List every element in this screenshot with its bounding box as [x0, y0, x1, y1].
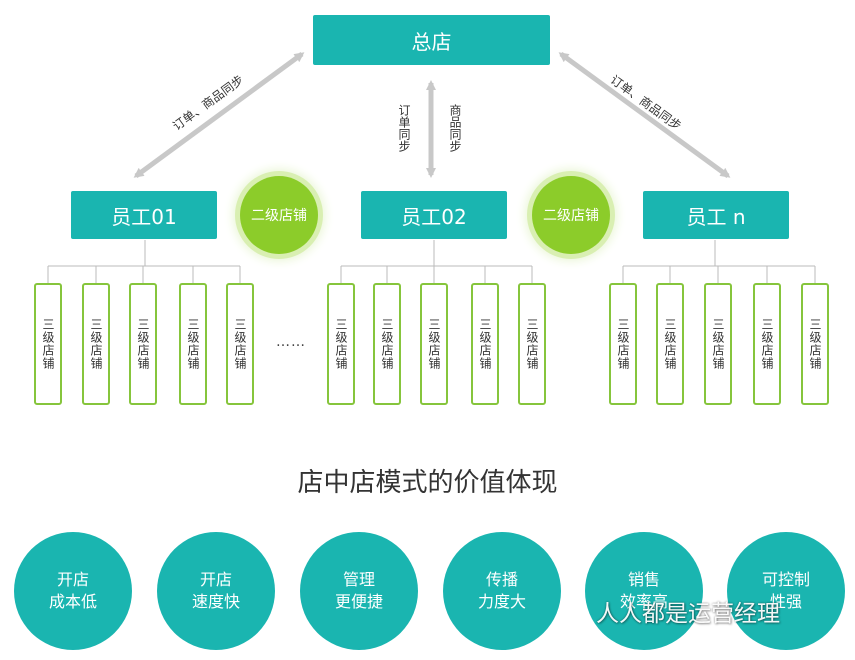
benefit-circle-1: 开店成本低 — [14, 532, 132, 650]
tertiary-store-label: 三级店铺 — [525, 318, 539, 370]
benefit-circle-5: 销售效率高 — [585, 532, 703, 650]
benefit-circle-6: 可控制性强 — [727, 532, 845, 650]
benefit-circle-4: 传播力度大 — [443, 532, 561, 650]
ellipsis: …… — [276, 334, 306, 350]
tertiary-store: 三级店铺 — [753, 283, 781, 405]
secondary-store-badge-2: 二级店铺 — [532, 176, 610, 254]
tertiary-store-label: 三级店铺 — [663, 318, 677, 370]
benefit-line1: 销售 — [627, 570, 660, 589]
employee-label: 员工 n — [686, 204, 746, 229]
benefit-line2: 成本低 — [48, 592, 97, 611]
tertiary-store: 三级店铺 — [82, 283, 110, 405]
tertiary-store-label: 三级店铺 — [478, 318, 492, 370]
benefit-line2: 速度快 — [191, 592, 240, 611]
tertiary-store-label: 三级店铺 — [136, 318, 150, 370]
benefit-line1: 可控制 — [761, 570, 810, 589]
benefit-line1: 开店 — [199, 570, 232, 589]
benefit-line2: 力度大 — [477, 592, 526, 611]
tertiary-store: 三级店铺 — [327, 283, 355, 405]
tertiary-store: 三级店铺 — [373, 283, 401, 405]
tertiary-store: 三级店铺 — [420, 283, 448, 405]
secondary-store-badge-1: 二级店铺 — [240, 176, 318, 254]
benefit-line1: 传播 — [485, 570, 518, 589]
tertiary-store: 三级店铺 — [471, 283, 499, 405]
tertiary-store-label: 三级店铺 — [334, 318, 348, 370]
tertiary-store-label: 三级店铺 — [380, 318, 394, 370]
tertiary-store: 三级店铺 — [129, 283, 157, 405]
employee-box-2: 员工02 — [361, 191, 507, 239]
tertiary-store-label: 三级店铺 — [233, 318, 247, 370]
link-label-center-right: 商品同步 — [448, 104, 462, 152]
tertiary-store: 三级店铺 — [179, 283, 207, 405]
employee-label: 员工01 — [111, 204, 177, 229]
hq-label: 总店 — [411, 29, 452, 54]
benefit-line1: 管理 — [342, 570, 375, 589]
benefit-line2: 性强 — [769, 592, 802, 611]
watermark-text: 人人都是运营经理 — [596, 601, 780, 627]
tertiary-store: 三级店铺 — [704, 283, 732, 405]
tertiary-store-label: 三级店铺 — [186, 318, 200, 370]
tertiary-store: 三级店铺 — [801, 283, 829, 405]
tertiary-store-label: 三级店铺 — [89, 318, 103, 370]
benefit-circle-2: 开店速度快 — [157, 532, 275, 650]
benefit-line2: 效率高 — [619, 592, 668, 611]
tertiary-store: 三级店铺 — [518, 283, 546, 405]
link-label-center-left: 订单同步 — [397, 104, 411, 152]
tertiary-store-label: 三级店铺 — [41, 318, 55, 370]
tertiary-store: 三级店铺 — [609, 283, 637, 405]
wechat-icon — [560, 600, 589, 622]
tertiary-store: 三级店铺 — [656, 283, 684, 405]
employee-box-3: 员工 n — [643, 191, 789, 239]
secondary-store-label: 二级店铺 — [543, 208, 599, 224]
tertiary-store-label: 三级店铺 — [711, 318, 725, 370]
benefit-line2: 更便捷 — [334, 592, 383, 611]
hq-box: 总店 — [313, 15, 550, 65]
tertiary-store: 三级店铺 — [226, 283, 254, 405]
benefit-circle-3: 管理更便捷 — [300, 532, 418, 650]
tertiary-store: 三级店铺 — [34, 283, 62, 405]
employee-label: 员工02 — [401, 204, 467, 229]
watermark: 人人都是运营经理 — [560, 594, 780, 628]
tertiary-store-label: 三级店铺 — [808, 318, 822, 370]
section-title: 店中店模式的价值体现 — [297, 468, 558, 498]
branch-lines — [47, 240, 816, 283]
tertiary-store-label: 三级店铺 — [427, 318, 441, 370]
employee-box-1: 员工01 — [71, 191, 217, 239]
arrow-left — [133, 51, 305, 179]
arrow-right — [558, 51, 731, 179]
tertiary-store-label: 三级店铺 — [760, 318, 774, 370]
benefit-line1: 开店 — [56, 570, 89, 589]
secondary-store-label: 二级店铺 — [251, 208, 307, 224]
tertiary-store-label: 三级店铺 — [616, 318, 630, 370]
